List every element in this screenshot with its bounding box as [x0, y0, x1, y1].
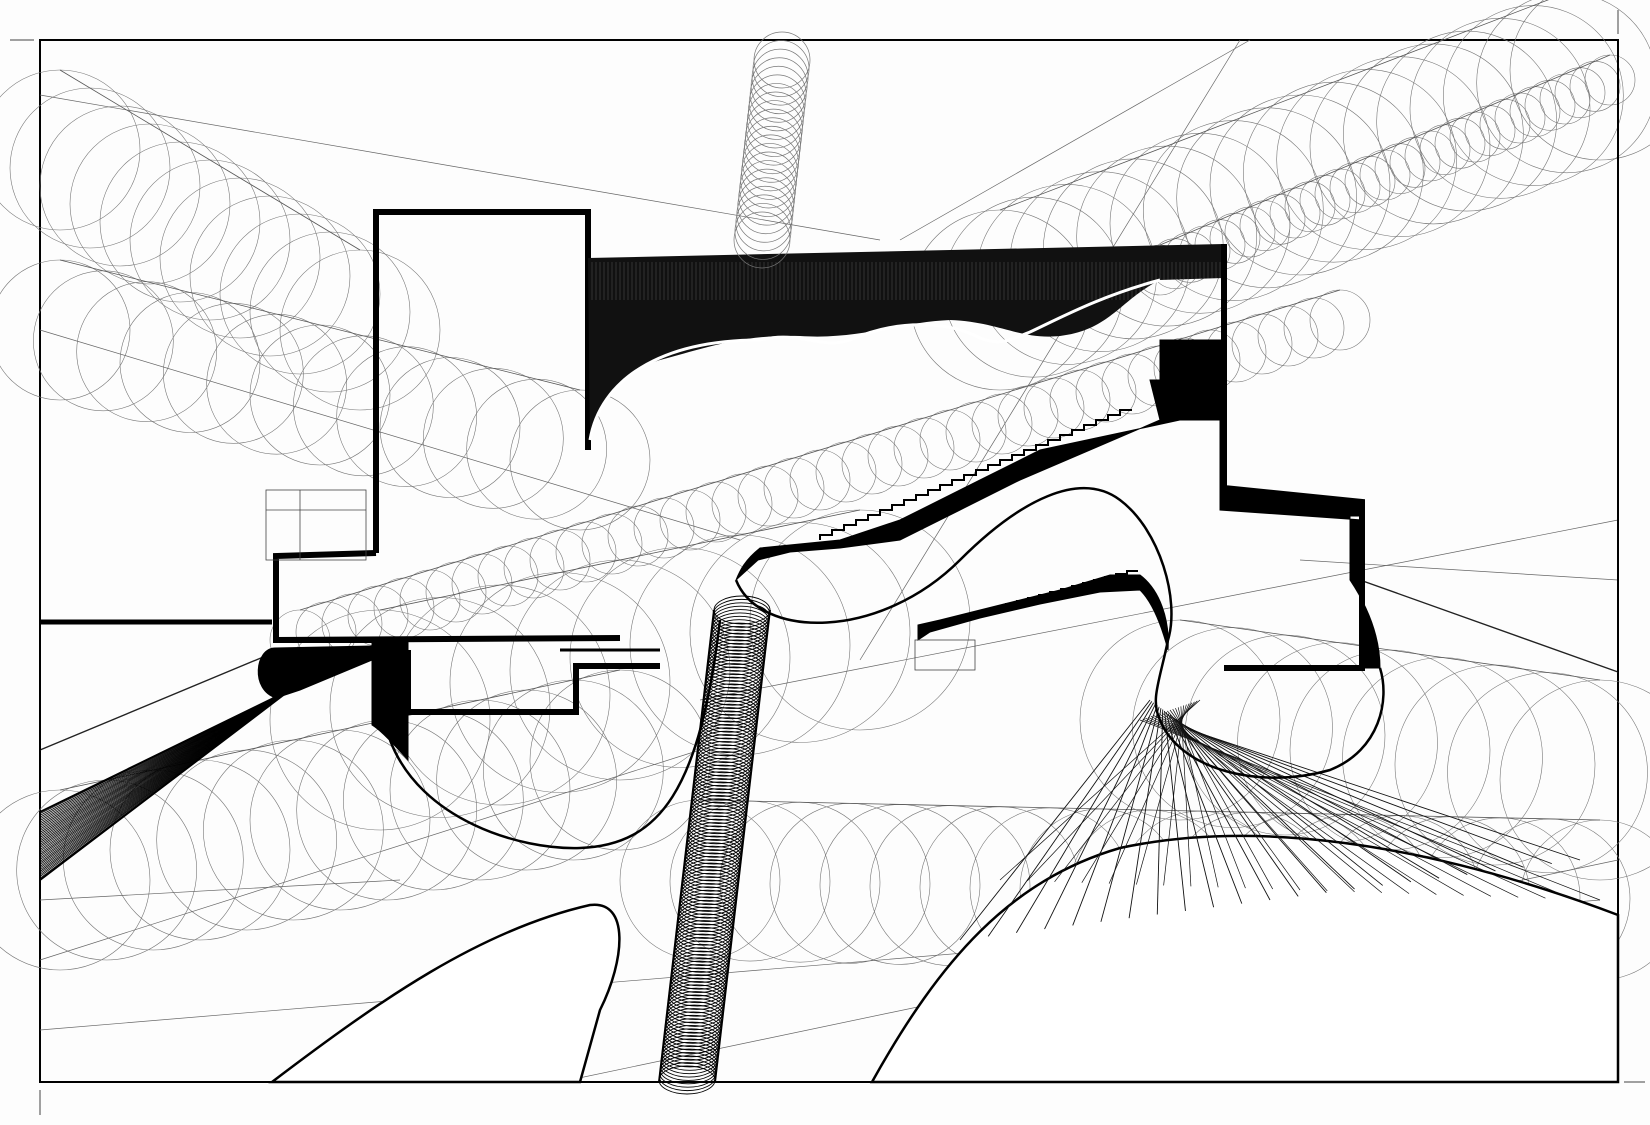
crop-marks: [10, 10, 1645, 1115]
middle-solid-buttress: [371, 639, 409, 762]
s-curve-wall: [734, 486, 1385, 779]
large-circle-arc: [388, 619, 722, 850]
guide-line: [39, 329, 741, 541]
tall-block-outline: [373, 209, 591, 553]
tall-block-base: [273, 550, 377, 643]
left-circle-band: [0, 259, 651, 531]
guide-line: [1299, 559, 1619, 581]
beam-arch-cut: [588, 278, 1161, 441]
ruled-surface-lines: [959, 699, 1601, 941]
guide-line: [39, 749, 701, 961]
hatched-roof-beam: [588, 244, 1224, 440]
right-tower-solid: [1159, 339, 1381, 669]
scaffold-grid: [265, 489, 976, 671]
right-tower-wall: [1221, 244, 1365, 671]
right-slope-line: [1359, 579, 1619, 673]
left-hatched-wedge: [39, 689, 291, 883]
vertical-ring-stack: [733, 31, 811, 269]
left-slope-line: [39, 649, 281, 751]
lower-right-landform: [869, 834, 1620, 1084]
middle-wall-lower: [405, 650, 660, 715]
upper-left-circle-band: [0, 69, 441, 411]
stair-steps: [939, 570, 1138, 625]
guide-line: [899, 39, 1251, 241]
right-circle-band: [1079, 619, 1650, 881]
guide-line: [39, 879, 401, 901]
left-round-node: [257, 645, 373, 699]
lower-left-landform: [268, 903, 621, 1084]
helical-column: [658, 595, 771, 1095]
diagonal-circle-band: [269, 289, 1371, 671]
upper-staircase: [735, 379, 1181, 581]
guide-line: [859, 39, 1241, 661]
lower-staircase: [917, 574, 1169, 651]
middle-wall: [275, 635, 621, 643]
stair-steps: [819, 409, 1132, 540]
